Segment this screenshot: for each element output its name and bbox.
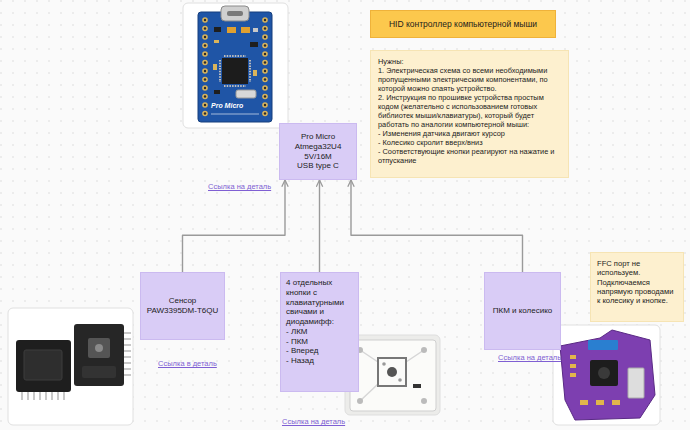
box-text: - Вперед — [286, 346, 353, 356]
box-text: PAW3395DM-T6QU — [146, 306, 219, 316]
part-link: Ссылка в деталь — [158, 359, 217, 368]
box-text: FFC порт не используем. Подключаемся нап… — [597, 259, 677, 305]
box-text: Pro Micro — [285, 132, 351, 142]
controller-box: Pro MicroAtmega32U45V/16MUSB type C — [279, 123, 357, 180]
box-text: USB type C — [285, 161, 351, 171]
connector-arrow — [351, 180, 523, 272]
wheel-box: ПКМ и колесико — [484, 272, 561, 350]
buttons-box: 4 отдельных кнопки с клавиатурными свича… — [280, 272, 359, 392]
note-box: FFC порт не используем. Подключаемся нап… — [590, 252, 684, 322]
note-box: Нужны:1. Электрическая схема со всеми не… — [370, 50, 569, 178]
wheel-board-photo — [553, 325, 660, 425]
box-text: - ЛКМ — [286, 327, 353, 337]
box-text: - Назад — [286, 356, 353, 366]
box-text: - Колесико скролит вверх/вниз — [378, 138, 561, 147]
box-text: Сенсор — [146, 296, 219, 306]
button-board-photo — [345, 335, 440, 415]
box-text: - ПКМ — [286, 337, 353, 347]
part-link: Ссылка на деталь — [282, 417, 345, 426]
sensor-box: СенсорPAW3395DM-T6QU — [140, 272, 225, 340]
connector-arrow — [319, 180, 320, 272]
box-text: Нужны: — [378, 57, 561, 66]
box-text: Atmega32U4 — [285, 142, 351, 152]
sensor-photo — [8, 308, 133, 425]
board-silkscreen: Pro Micro — [211, 102, 243, 110]
box-text: 1. Электрическая схема со всеми необходи… — [378, 66, 561, 93]
box-text: 2. Инструкция по прошивке устройства про… — [378, 93, 561, 129]
box-text: ПКМ и колесико — [490, 306, 555, 316]
box-text: 4 отдельных кнопки с клавиатурными свича… — [286, 278, 353, 327]
connector-arrow — [183, 180, 286, 272]
box-text: HID контроллер компьютерной мыши — [377, 19, 549, 29]
box-text: - Изменения датчика двигают курсор — [378, 129, 561, 138]
box-text: 5V/16M — [285, 152, 351, 162]
title-box: HID контроллер компьютерной мыши — [370, 10, 556, 38]
part-link: Ссылка на деталь — [208, 182, 271, 191]
pro-micro-photo — [183, 3, 288, 128]
box-text: - Соответствующие кнопки реагируют на на… — [378, 147, 561, 165]
part-link: Ссылка на деталь — [498, 353, 561, 362]
